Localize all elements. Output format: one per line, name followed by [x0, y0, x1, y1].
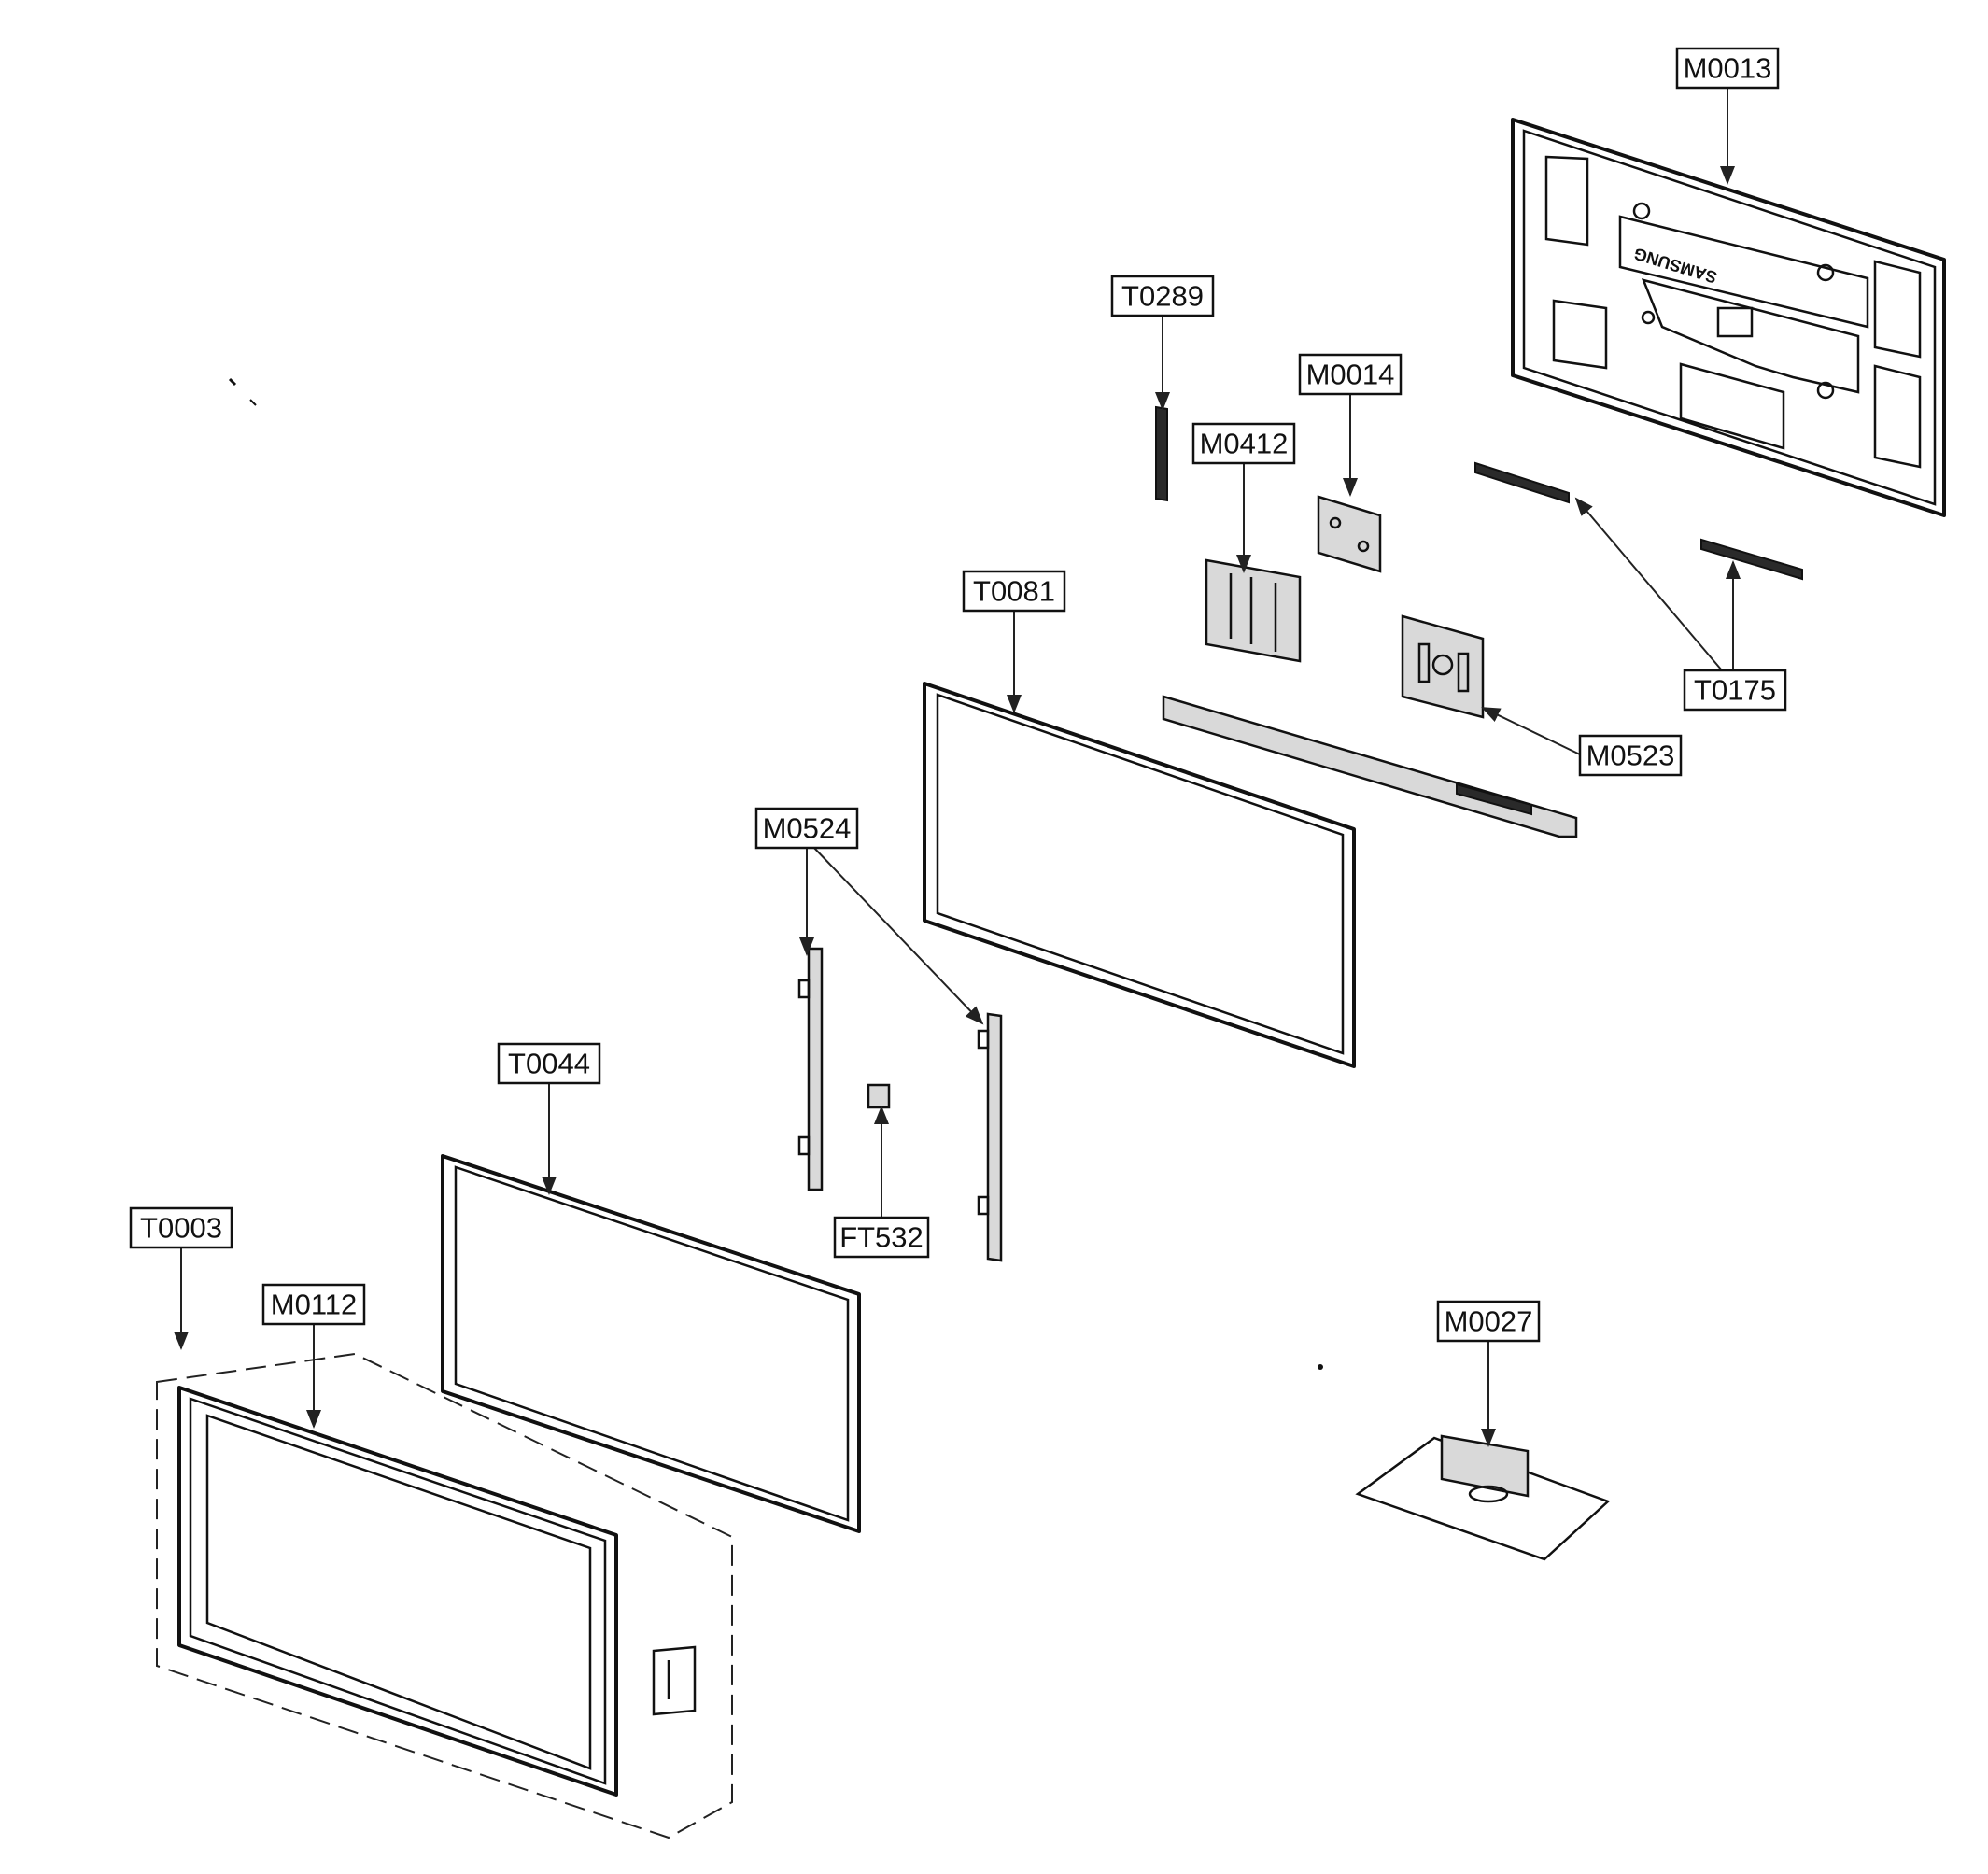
callout-t0289-label: T0289 [1121, 280, 1204, 313]
stray-mark-2 [249, 399, 257, 406]
callout-m0013: M0013 [1675, 47, 1780, 90]
callout-t0289: T0289 [1110, 275, 1215, 317]
part-t0081 [923, 682, 1356, 1068]
callout-m0027: M0027 [1436, 1300, 1541, 1343]
callout-ft532-label: FT532 [839, 1221, 924, 1254]
callout-m0524-label: M0524 [763, 812, 852, 845]
callout-m0412: M0412 [1191, 422, 1296, 465]
rear-cover: SAMSUNG [1511, 118, 1946, 517]
callout-t0081: T0081 [962, 570, 1066, 613]
part-m0014 [1317, 495, 1382, 573]
callout-m0014: M0014 [1298, 353, 1403, 396]
callout-ft532: FT532 [833, 1216, 930, 1259]
callout-m0112: M0112 [261, 1283, 366, 1326]
callout-t0044: T0044 [497, 1042, 601, 1085]
part-rail [1162, 695, 1578, 838]
part-m0523 [1401, 614, 1485, 719]
leader-lines [174, 88, 1741, 1447]
callout-m0027-label: M0027 [1445, 1305, 1533, 1338]
callout-m0013-label: M0013 [1684, 52, 1772, 85]
part-ft532 [867, 1083, 891, 1109]
callout-m0523: M0523 [1578, 734, 1683, 777]
part-t0003-assembly-box [156, 1352, 733, 1839]
callout-m0112-label: M0112 [271, 1289, 358, 1321]
part-t0044 [441, 1154, 861, 1533]
callout-t0081-label: T0081 [973, 575, 1055, 608]
callout-m0523-label: M0523 [1586, 740, 1675, 772]
part-m0112 [177, 1386, 618, 1797]
callout-m0014-label: M0014 [1306, 359, 1395, 391]
callout-m0412-label: M0412 [1200, 428, 1289, 460]
stray-mark [228, 377, 237, 387]
callout-m0524: M0524 [754, 807, 859, 850]
callout-t0175: T0175 [1683, 669, 1787, 712]
part-m0412 [1205, 558, 1302, 663]
part-m0027 [1355, 1434, 1611, 1561]
callout-t0175-label: T0175 [1694, 674, 1776, 707]
callout-t0003-label: T0003 [140, 1212, 222, 1245]
part-t0175 [1474, 461, 1803, 581]
stray-dot [1318, 1364, 1323, 1370]
callout-t0044-label: T0044 [508, 1048, 590, 1080]
callout-t0003: T0003 [129, 1206, 233, 1249]
part-t0289 [1155, 405, 1168, 502]
part-m0524 [797, 947, 1003, 1262]
